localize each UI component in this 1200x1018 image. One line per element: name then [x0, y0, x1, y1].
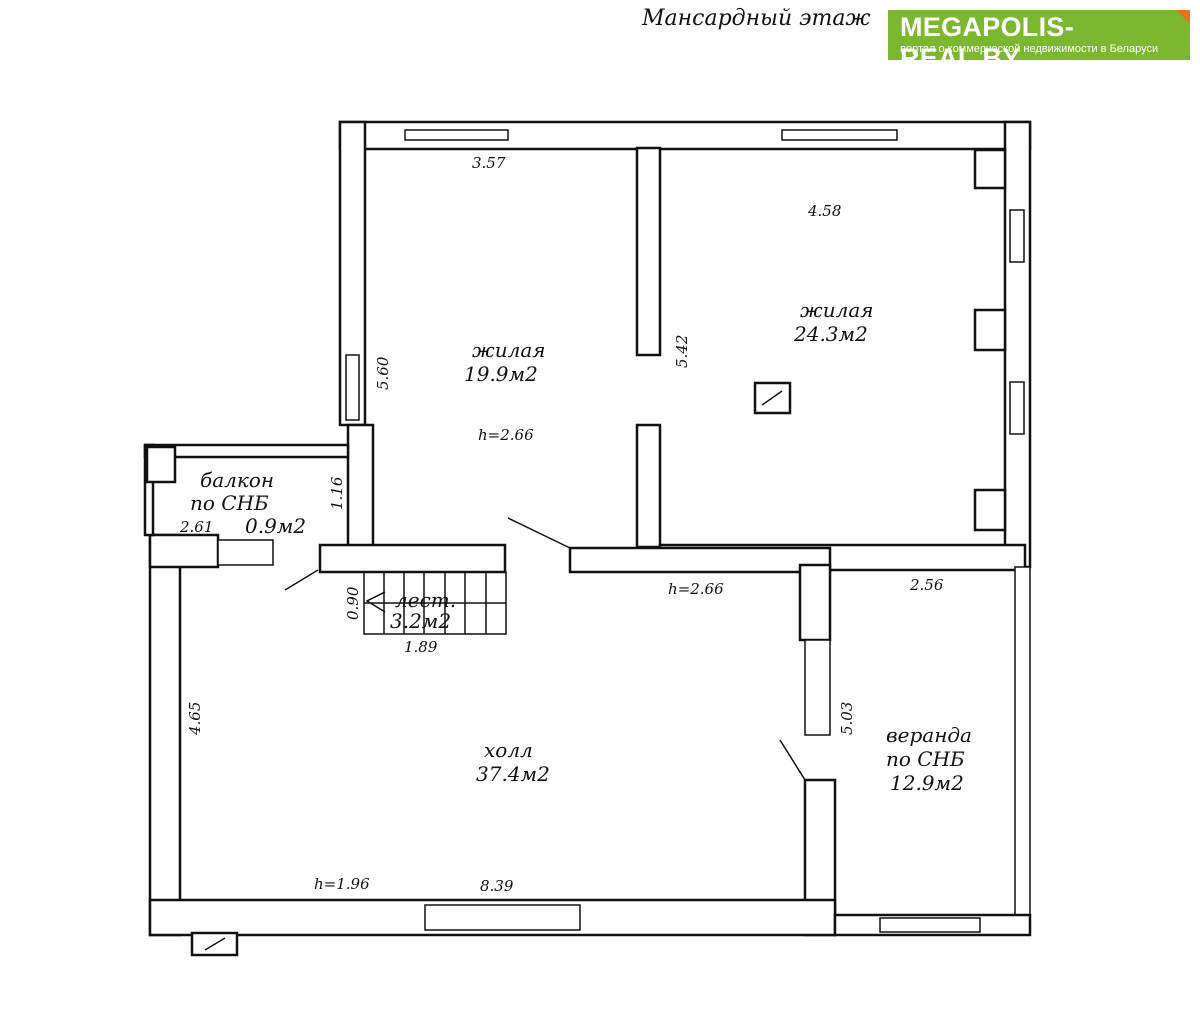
wall-left-mid: [346, 423, 375, 550]
veranda-glazing: [1014, 566, 1031, 936]
plan-line: [761, 390, 783, 406]
plan-label: 4.58: [807, 202, 841, 220]
plan-label: лест.: [395, 588, 456, 612]
plan-label: 4.65: [186, 702, 204, 736]
wall-hall-top-left: [148, 533, 220, 569]
window: [781, 129, 898, 141]
floor-title: Мансардный этаж: [642, 6, 871, 31]
plan-label: 0.90: [344, 586, 362, 620]
plan-label: 2.61: [179, 518, 213, 536]
partition-lower: [635, 423, 662, 549]
wall-hall-left: [148, 533, 182, 937]
wall-above-stairs: [318, 543, 507, 574]
walls: [143, 120, 1032, 957]
plan-label: 2.56: [909, 576, 944, 594]
wall-corridor: [568, 546, 832, 574]
window: [1009, 381, 1025, 435]
column: [973, 488, 1007, 532]
plan-label: h=2.66: [668, 580, 724, 598]
wall-veranda-upper: [798, 563, 832, 642]
plan-label: 19.9м2: [464, 362, 538, 386]
column: [973, 148, 1007, 190]
window: [345, 354, 360, 421]
balcony-post: [145, 445, 177, 484]
plan-label: 24.3м2: [793, 322, 868, 346]
plan-label: по СНБ: [886, 747, 965, 771]
window: [879, 917, 981, 933]
chimney: [753, 381, 792, 415]
plan-label: балкон: [200, 468, 274, 492]
plan-label: 1.89: [404, 638, 438, 656]
plan-label: 37.4м2: [476, 762, 550, 786]
plan-label: 3.2м2: [390, 609, 451, 633]
plan-label: 5.60: [374, 356, 392, 390]
plan-label: h=2.66: [478, 426, 534, 444]
plan-label: 0.9м2: [245, 514, 306, 538]
plan-label: 12.9м2: [890, 771, 964, 795]
stairs: [363, 571, 507, 635]
plan-label: по СНБ: [190, 491, 269, 515]
window: [1009, 209, 1025, 263]
plan-line: [779, 739, 806, 781]
plan-label: 3.57: [472, 154, 506, 172]
plan-label: веранда: [886, 723, 972, 747]
stair-arrow-icon: [365, 591, 386, 613]
plan-label: холл: [484, 738, 533, 762]
window: [217, 539, 274, 566]
window: [404, 129, 509, 141]
balcony-rail-left: [143, 443, 155, 537]
column: [973, 308, 1007, 352]
plan-label: h=1.96: [314, 875, 370, 893]
plan-line: [284, 569, 319, 591]
logo-corner: [1176, 10, 1190, 24]
partition-upper: [635, 146, 662, 357]
wall-right-upper: [1003, 120, 1032, 569]
plan-label: жилая: [472, 338, 546, 362]
logo-name: MEGAPOLIS-REAL.BY: [900, 12, 1075, 73]
window: [424, 904, 581, 931]
plan-label: 8.39: [480, 877, 514, 895]
plan-label: 1.16: [328, 476, 346, 510]
labels: жилая 19.9м2 h=2.66 жилая 24.3м2 балкон …: [179, 154, 972, 895]
plan-label: жилая: [800, 298, 874, 322]
plan-line: [507, 517, 571, 549]
plan-line: [204, 937, 226, 951]
plan-label: 5.42: [673, 335, 691, 368]
plan-label: 5.03: [838, 702, 856, 735]
window: [804, 639, 831, 736]
logo[interactable]: MEGAPOLIS-REAL.BY портал о коммерческой …: [888, 10, 1190, 73]
logo-tagline: портал о коммерческой недвижимости в Бел…: [900, 43, 1159, 55]
